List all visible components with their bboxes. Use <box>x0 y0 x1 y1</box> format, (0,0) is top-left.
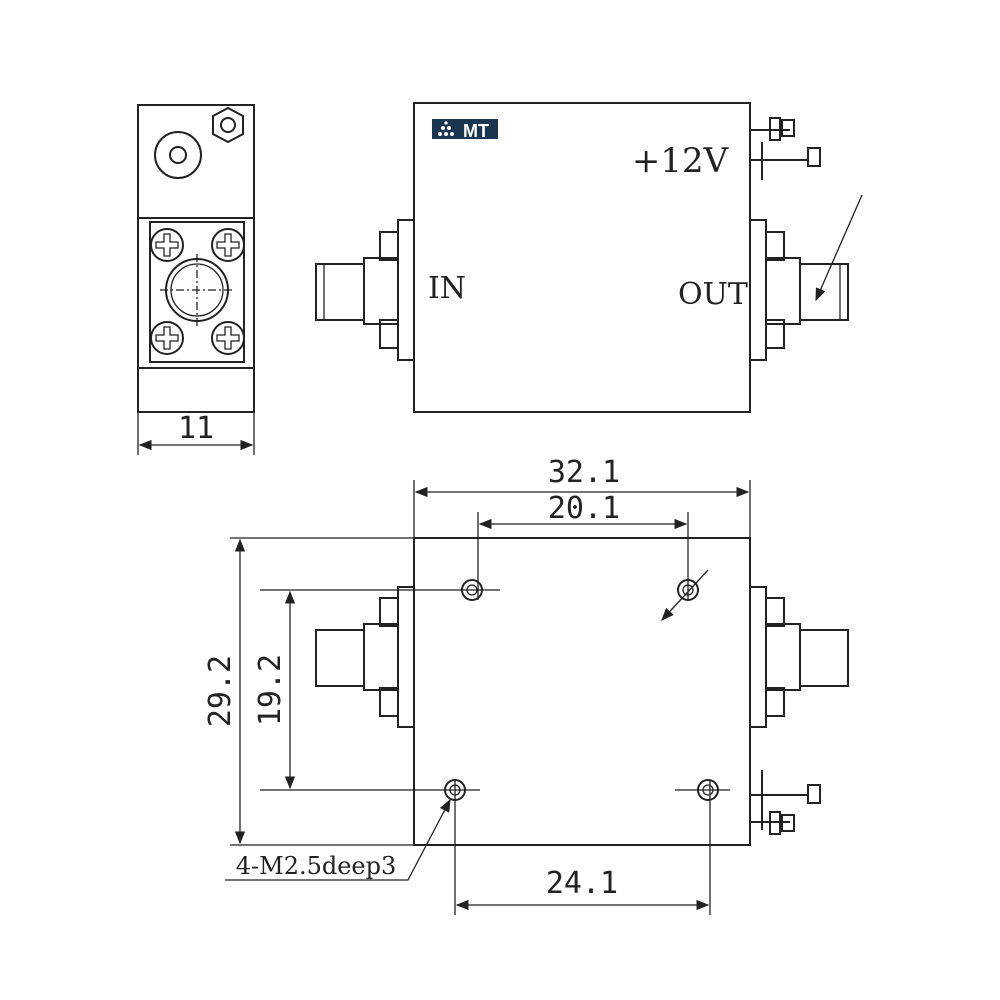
hole-spacing-x-dimension: 20.1 <box>548 491 620 526</box>
height-dimension: 29.2 <box>203 655 238 727</box>
input-sma-connector <box>315 219 415 361</box>
leader-arrow <box>815 194 863 302</box>
length-dimension: 32.1 <box>548 455 620 490</box>
hole-callout: 4-M2.5deep3 <box>236 852 397 880</box>
dc-feed-circle-icon <box>154 131 202 179</box>
power-terminal-icon <box>750 117 821 180</box>
top-view: MT +12V IN OUT <box>315 102 863 413</box>
screw-icon <box>211 321 245 355</box>
screw-icon <box>150 228 184 262</box>
side-view: 11 <box>137 104 255 455</box>
logo: MT <box>432 119 498 141</box>
hole-offset-dimension: 24.1 <box>546 866 618 901</box>
voltage-label: +12V <box>632 141 730 181</box>
output-sma-connector <box>749 586 849 728</box>
logo-text: MT <box>463 121 489 141</box>
side-width-dimension: 11 <box>178 411 214 446</box>
screw-icon <box>211 228 245 262</box>
screw-icon <box>150 321 184 355</box>
input-sma-connector <box>315 586 415 728</box>
power-terminal-icon <box>750 770 821 835</box>
output-label: OUT <box>678 277 748 312</box>
hex-nut-icon <box>212 106 244 144</box>
input-label: IN <box>428 271 466 306</box>
output-sma-connector <box>749 219 849 361</box>
hole-spacing-y-dimension: 19.2 <box>253 654 288 726</box>
bottom-view: 32.1 20.1 29.2 19.2 24.1 4-M2.5deep3 <box>203 455 849 915</box>
